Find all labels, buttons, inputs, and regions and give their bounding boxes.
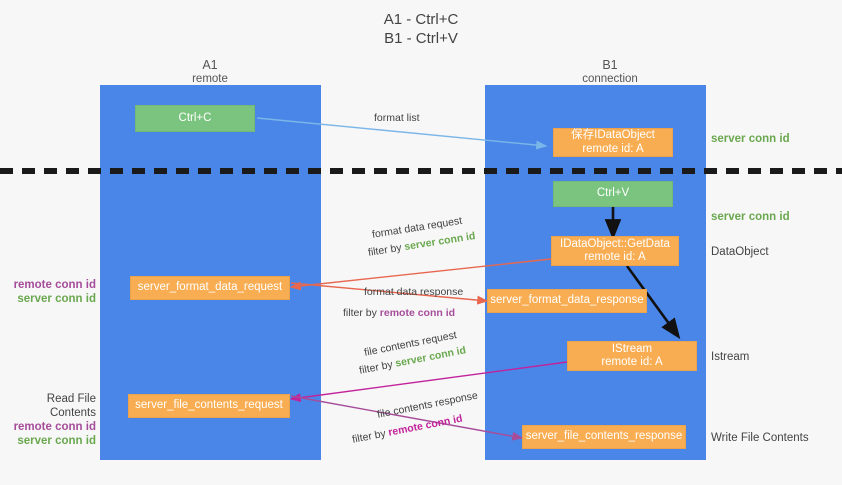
- annotation-file-contents-response-filter: filter by remote conn id: [351, 412, 464, 447]
- title-line-2: B1 - Ctrl+V: [384, 30, 458, 47]
- node-getdata-line1: IDataObject::GetData: [560, 237, 670, 250]
- node-ctrl-c-line1: Ctrl+C: [178, 111, 212, 124]
- node-server-format-data-response[interactable]: server_format_data_response: [487, 289, 647, 313]
- column-b1-subtitle: connection: [582, 73, 638, 85]
- side-label-server-conn-id-mid: server conn id: [711, 211, 790, 223]
- fdr-filter-prefix: filter by: [367, 241, 406, 259]
- node-server-file-contents-request[interactable]: server_file_contents_request: [128, 394, 290, 418]
- left-group-format: remote conn id server conn id: [0, 278, 96, 306]
- node-ctrl-c[interactable]: Ctrl+C: [135, 105, 255, 132]
- node-file-req-label: server_file_contents_request: [135, 399, 283, 412]
- fcresp-filter-prefix: filter by: [351, 426, 390, 446]
- node-fmt-req-label: server_format_data_request: [137, 281, 283, 294]
- fdresp-filter-value: remote conn id: [379, 307, 456, 319]
- left-file-title: Read File Contents: [46, 393, 96, 419]
- node-idataobject-line1: 保存IDataObject: [571, 129, 655, 141]
- annotation-format-list: format list: [374, 112, 420, 124]
- side-label-istream: Istream: [711, 351, 750, 363]
- page-title: A1 - Ctrl+C B1 - Ctrl+V: [0, 10, 842, 48]
- left-group-file: Read File Contents remote conn id server…: [0, 392, 96, 448]
- node-istream-line1: IStream: [611, 342, 653, 355]
- node-idataobject-line2: remote id: A: [582, 142, 644, 155]
- left-file-remote-conn-id: remote conn id: [13, 421, 96, 433]
- node-server-file-contents-response[interactable]: server_file_contents_response: [522, 425, 686, 449]
- column-header-a1: A1 remote: [120, 58, 300, 86]
- column-a1-subtitle: remote: [192, 73, 228, 85]
- node-file-resp-label: server_file_contents_response: [525, 430, 683, 443]
- title-line-1: A1 - Ctrl+C: [383, 11, 459, 28]
- node-istream[interactable]: IStream remote id: A: [567, 341, 697, 371]
- node-ctrl-v[interactable]: Ctrl+V: [553, 181, 673, 207]
- node-getdata-line2: remote id: A: [584, 251, 646, 263]
- annotation-format-data-response-filter: filter by remote conn id: [343, 306, 455, 320]
- fcr-filter-prefix: filter by: [358, 357, 397, 377]
- left-format-remote-conn-id: remote conn id: [13, 279, 96, 291]
- side-label-server-conn-id-top: server conn id: [711, 133, 790, 145]
- node-server-format-data-request[interactable]: server_format_data_request: [130, 276, 290, 300]
- annotation-format-data-response: format data response: [364, 286, 464, 298]
- left-format-server-conn-id: server conn id: [17, 293, 96, 305]
- node-fmt-resp-label: server_format_data_response: [490, 294, 644, 307]
- annotation-file-contents-response: file contents response: [376, 389, 479, 421]
- column-b1-name: B1: [602, 58, 618, 72]
- node-idataobject-getdata[interactable]: IDataObject::GetData remote id: A: [551, 236, 679, 266]
- fdresp-filter-prefix: filter by: [343, 307, 380, 319]
- side-label-dataobject: DataObject: [711, 246, 769, 258]
- node-istream-line2: remote id: A: [601, 356, 663, 368]
- column-a1-name: A1: [202, 58, 218, 72]
- node-idataobject[interactable]: 保存IDataObject remote id: A: [553, 128, 673, 157]
- column-header-b1: B1 connection: [520, 58, 700, 86]
- node-ctrl-v-line1: Ctrl+V: [596, 187, 630, 200]
- left-file-server-conn-id: server conn id: [17, 435, 96, 447]
- side-label-write-file-contents: Write File Contents: [711, 432, 809, 444]
